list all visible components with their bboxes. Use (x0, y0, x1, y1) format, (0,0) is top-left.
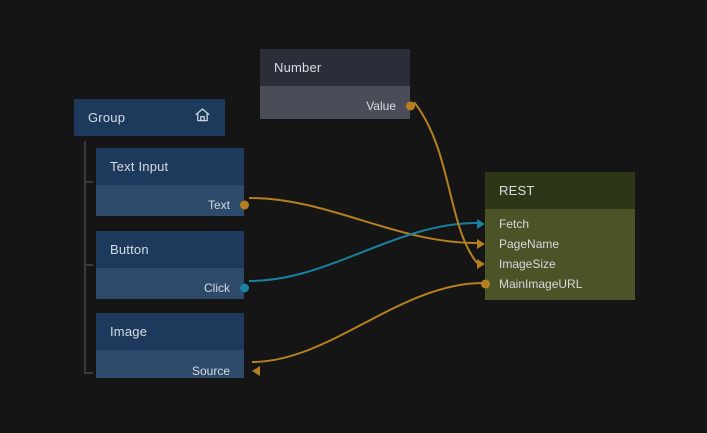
node-button-body: Click (96, 268, 249, 299)
port-number-value-label: Value (366, 99, 396, 113)
node-button[interactable]: Button Click (96, 231, 249, 299)
node-image-body: Source (96, 350, 260, 381)
node-number-body: Value (260, 86, 415, 119)
node-text-input-title: Text Input (110, 159, 169, 174)
port-number-value-dot[interactable] (405, 101, 415, 111)
port-rest-mainimageurl-label: MainImageURL (499, 277, 583, 291)
node-image-title: Image (110, 324, 148, 339)
port-rest-pagename-label: PageName (499, 237, 560, 251)
node-text-input[interactable]: Text Input Text (96, 148, 249, 216)
node-text-input-body: Text (96, 185, 249, 216)
node-rest[interactable]: REST Fetch PageName ImageSize MainImageU… (477, 172, 635, 300)
port-rest-imagesize-arrow[interactable] (477, 259, 485, 269)
port-image-source-arrow[interactable] (252, 366, 260, 376)
node-group-header[interactable]: Group (74, 99, 225, 136)
group-tree-tick-button (84, 264, 93, 266)
port-text-input-text-label: Text (207, 198, 230, 212)
home-icon[interactable] (194, 107, 211, 128)
node-button-title: Button (110, 242, 149, 257)
node-number[interactable]: Number Value (260, 49, 415, 119)
port-button-click-dot[interactable] (239, 283, 249, 293)
port-rest-fetch[interactable]: Fetch (477, 214, 635, 234)
node-image-header[interactable]: Image (96, 313, 244, 350)
port-rest-mainimageurl[interactable]: MainImageURL (480, 274, 635, 294)
port-text-input-text[interactable]: Text (96, 195, 249, 215)
node-button-header[interactable]: Button (96, 231, 244, 268)
port-rest-imagesize-label: ImageSize (499, 257, 556, 271)
port-image-source[interactable]: Source (96, 361, 260, 381)
group-tree-tick-image (84, 372, 93, 374)
port-rest-pagename[interactable]: PageName (477, 234, 635, 254)
node-rest-body: Fetch PageName ImageSize MainImageURL (477, 209, 635, 300)
port-image-source-label: Source (191, 364, 230, 378)
port-rest-pagename-arrow[interactable] (477, 239, 485, 249)
node-group[interactable]: Group (74, 99, 225, 136)
edge-text-to-pagename (248, 197, 478, 244)
edge-click-to-fetch (248, 222, 478, 282)
node-image[interactable]: Image Source (96, 313, 260, 381)
node-number-title: Number (274, 60, 322, 75)
port-number-value[interactable]: Value (260, 96, 415, 116)
node-group-title: Group (88, 110, 126, 125)
edge-mainimageurl-to-source (251, 282, 484, 363)
port-button-click-label: Click (204, 281, 230, 295)
node-rest-header[interactable]: REST (485, 172, 635, 209)
node-rest-title: REST (499, 183, 535, 198)
node-text-input-header[interactable]: Text Input (96, 148, 244, 185)
port-button-click[interactable]: Click (96, 278, 249, 298)
port-text-input-text-dot[interactable] (239, 200, 249, 210)
port-rest-mainimageurl-dot[interactable] (480, 279, 490, 289)
group-tree-tick-text-input (84, 181, 93, 183)
group-tree-trunk (84, 141, 86, 373)
port-rest-fetch-arrow[interactable] (477, 219, 485, 229)
node-number-header[interactable]: Number (260, 49, 410, 86)
port-rest-fetch-label: Fetch (499, 217, 530, 231)
port-rest-imagesize[interactable]: ImageSize (477, 254, 635, 274)
edge-value-to-imagesize (413, 101, 478, 264)
